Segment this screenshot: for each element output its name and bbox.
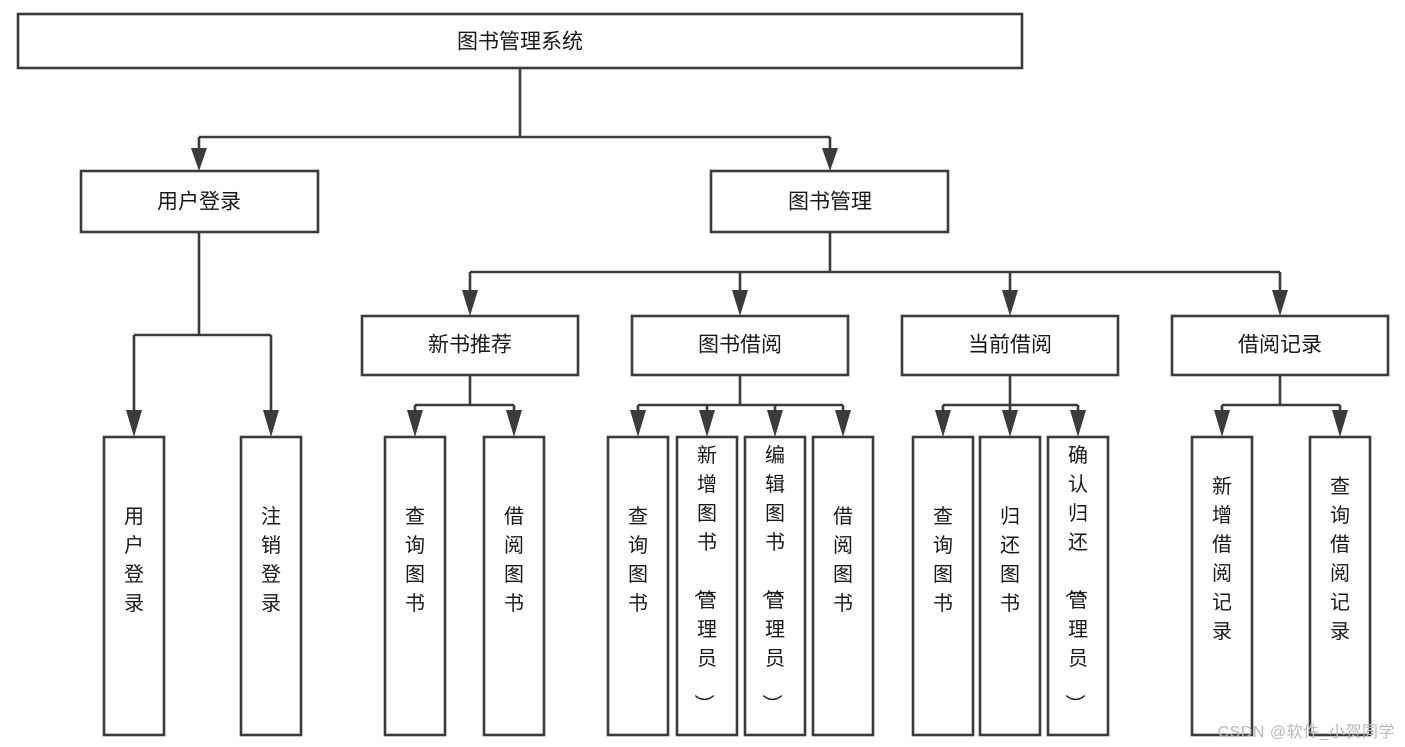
node-leaf-query-book-1-label: 查询图书	[405, 505, 425, 615]
node-current-borrow-box[interactable]	[900, 314, 1120, 377]
node-leaf-add-book[interactable]: 新增图书（管理员）	[675, 435, 739, 737]
node-leaf-return-book-box[interactable]	[978, 435, 1042, 737]
arrow-root-to-book-mgmt	[822, 148, 838, 171]
node-leaf-query-record-label: 查询借阅记录	[1330, 475, 1350, 643]
node-leaf-borrow-book-2[interactable]: 借阅图书	[811, 435, 875, 737]
node-leaf-query-book-2-label: 查询图书	[628, 505, 648, 615]
node-leaf-edit-book-label: 编辑图书（管理员）	[760, 444, 785, 714]
arrow-to-leaf-b2	[835, 410, 851, 437]
arrow-to-leaf-b1	[506, 410, 522, 437]
node-book-management[interactable]: 图书管理	[709, 169, 950, 234]
node-leaf-query-book-1[interactable]: 查询图书	[383, 435, 447, 737]
node-leaf-edit-book-box[interactable]	[743, 435, 807, 737]
node-leaf-confirm-return-label: 确认归还（管理员）	[1063, 444, 1088, 714]
arrow-to-borrow-rec	[1272, 290, 1288, 316]
node-leaf-borrow-book-1[interactable]: 借阅图书	[482, 435, 546, 737]
node-leaf-user-login[interactable]: 用户登录	[102, 435, 166, 737]
node-leaf-edit-book[interactable]: 编辑图书（管理员）	[743, 435, 807, 737]
arrow-to-leaf-q2	[630, 410, 646, 437]
arrow-to-leaf-q1	[407, 410, 423, 437]
node-user-login[interactable]: 用户登录	[79, 169, 320, 234]
node-leaf-add-record-box[interactable]	[1190, 435, 1254, 737]
node-user-login-label: 用户登录	[157, 191, 241, 214]
node-borrow-record-label: 借阅记录	[1238, 334, 1322, 357]
node-root-box[interactable]	[16, 12, 1024, 70]
node-root-label: 图书管理系统	[457, 31, 583, 54]
node-leaf-return-book[interactable]: 归还图书	[978, 435, 1042, 737]
arrow-to-leaf-return	[1002, 410, 1018, 437]
arrow-to-leaf-add-record	[1214, 410, 1230, 437]
node-book-management-label: 图书管理	[788, 191, 872, 214]
arrow-to-book-borrow	[732, 290, 748, 316]
node-leaf-add-book-box[interactable]	[675, 435, 739, 737]
node-leaf-user-login-label: 用户登录	[124, 506, 144, 615]
node-leaf-add-book-label: 新增图书（管理员）	[692, 444, 717, 714]
node-leaf-query-book-1-box[interactable]	[383, 435, 447, 737]
watermark: CSDN @软件_小贺同学	[1217, 724, 1395, 741]
arrow-to-leaf-add-book	[699, 410, 715, 437]
arrow-to-leaf-logout	[263, 410, 279, 437]
node-leaf-user-login-box[interactable]	[102, 435, 166, 737]
node-leaf-return-book-label: 归还图书	[1000, 505, 1020, 615]
node-leaf-borrow-book-2-box[interactable]	[811, 435, 875, 737]
node-book-borrow-label: 图书借阅	[698, 334, 782, 357]
node-user-login-box[interactable]	[79, 169, 320, 234]
node-leaf-add-record-label: 新增借阅记录	[1212, 475, 1232, 643]
arrow-to-leaf-query-record	[1332, 410, 1348, 437]
node-leaf-borrow-book-1-box[interactable]	[482, 435, 546, 737]
node-leaf-logout-label: 注销登录	[261, 505, 281, 615]
node-new-book-recommend-box[interactable]	[360, 314, 580, 377]
node-current-borrow[interactable]: 当前借阅	[900, 314, 1120, 377]
node-current-borrow-label: 当前借阅	[968, 334, 1052, 357]
node-leaf-confirm-return[interactable]: 确认归还（管理员）	[1046, 435, 1110, 737]
node-leaf-borrow-book-2-label: 借阅图书	[833, 505, 853, 615]
node-book-management-box[interactable]	[709, 169, 950, 234]
node-leaf-confirm-return-box[interactable]	[1046, 435, 1110, 737]
node-leaf-query-book-2-box[interactable]	[606, 435, 670, 737]
node-leaf-borrow-book-1-label: 借阅图书	[504, 505, 524, 615]
node-root[interactable]: 图书管理系统	[16, 12, 1024, 70]
node-leaf-query-book-3[interactable]: 查询图书	[911, 435, 975, 737]
node-leaf-query-book-3-label: 查询图书	[933, 505, 953, 615]
arrow-to-leaf-edit-book	[767, 410, 783, 437]
arrow-to-new-rec	[462, 290, 478, 316]
node-leaf-logout-box[interactable]	[239, 435, 303, 737]
node-book-borrow[interactable]: 图书借阅	[630, 314, 850, 377]
arrow-to-leaf-confirm-return	[1070, 410, 1086, 437]
node-book-borrow-box[interactable]	[630, 314, 850, 377]
node-new-book-recommend[interactable]: 新书推荐	[360, 314, 580, 377]
connector-layer	[126, 68, 1348, 437]
arrow-to-cur-borrow	[1002, 290, 1018, 316]
arrow-to-leaf-user-login	[126, 410, 142, 437]
arrow-root-to-user-login	[191, 148, 207, 171]
arrow-to-leaf-q3	[935, 410, 951, 437]
node-leaf-query-book-3-box[interactable]	[911, 435, 975, 737]
node-borrow-record[interactable]: 借阅记录	[1170, 314, 1390, 377]
node-leaf-add-record[interactable]: 新增借阅记录	[1190, 435, 1254, 737]
node-leaf-query-record[interactable]: 查询借阅记录	[1308, 435, 1372, 737]
node-borrow-record-box[interactable]	[1170, 314, 1390, 377]
node-leaf-logout[interactable]: 注销登录	[239, 435, 303, 737]
node-leaf-query-record-box[interactable]	[1308, 435, 1372, 737]
node-leaf-query-book-2[interactable]: 查询图书	[606, 435, 670, 737]
node-new-book-recommend-label: 新书推荐	[428, 334, 512, 357]
